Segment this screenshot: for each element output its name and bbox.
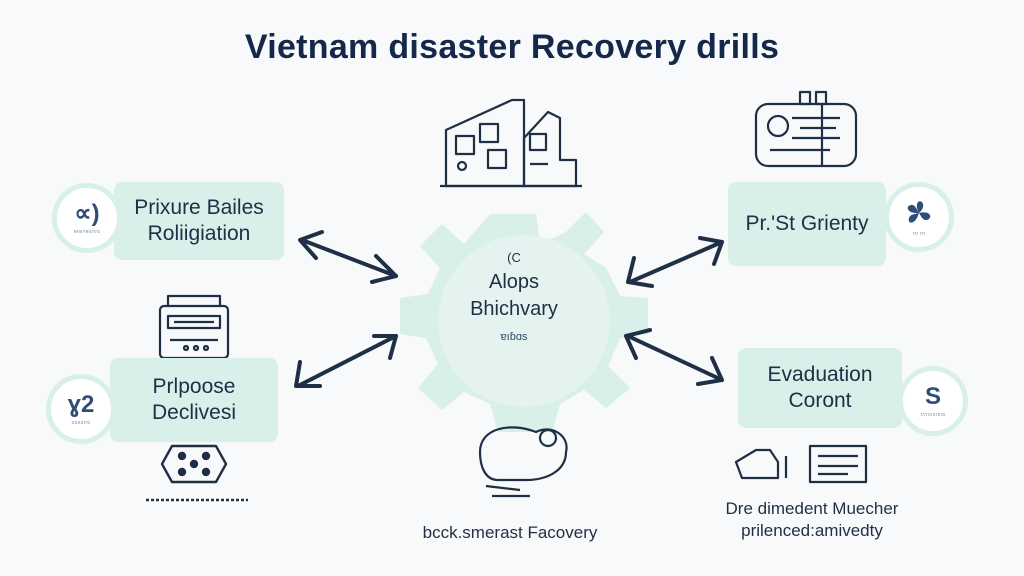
bottom-right-caption-line-2: prilenced:amivedty xyxy=(741,521,883,541)
double-arrow-icon xyxy=(624,328,724,386)
center-line-2: Bhichvary xyxy=(470,298,558,320)
center-line-1: Alops xyxy=(488,271,540,293)
node-right-bottom-line-2: Coront xyxy=(788,389,852,412)
diagram-title: Vietnam disaster Recovery drills xyxy=(244,28,780,66)
node-right-top: Pr.'St Grienty xyxy=(728,182,886,266)
node-left-top-badge: ∝) ʀʜɢʏʀɢɾɾɾɢ xyxy=(52,183,122,253)
center-node: (C Alops Bhichvary ɐıɓɑs xyxy=(404,250,624,343)
badge-caption: ɾɾɾ ɾɾɾ xyxy=(912,230,926,237)
bottom-right-caption-line-1: Dre dimedent Muecher xyxy=(725,499,899,518)
building-icon xyxy=(440,98,582,188)
badge-glyph: S xyxy=(924,382,941,410)
node-left-bottom: Prlpoose Declivesi xyxy=(110,358,278,442)
double-arrow-icon xyxy=(298,230,398,284)
double-arrow-icon xyxy=(626,236,724,288)
badge-caption: ɾɾɾɾɢɾɢɾɢɾɢ xyxy=(920,411,946,418)
center-sub-label: ɐıɓɑs xyxy=(500,331,528,343)
node-right-bottom-badge: S ɾɾɾɾɢɾɢɾɢɾɢ xyxy=(898,366,968,436)
center-small-label: (C xyxy=(507,250,521,265)
badge-caption: ɢɢɢɢɾɾɢ xyxy=(71,419,91,426)
node-left-top: Prixure Bailes Roliigiation xyxy=(114,182,284,260)
node-left-bottom-badge: ɣ2 ɢɢɢɢɾɾɢ xyxy=(46,374,116,444)
node-left-bottom-line-2: Declivesi xyxy=(151,401,237,424)
badge-caption: ʀʜɢʏʀɢɾɾɾɢ xyxy=(73,228,101,235)
node-right-top-badge: ɾɾɾ ɾɾɾ xyxy=(884,182,954,252)
gear-icon xyxy=(400,212,648,432)
node-right-top-line-1: Pr.'St Grienty xyxy=(745,212,869,236)
node-right-bottom-line-1: Evaduation xyxy=(767,363,873,387)
badge-glyph: ∝) xyxy=(74,199,100,227)
truck-icon xyxy=(734,448,788,480)
fan-icon xyxy=(907,200,931,223)
node-left-top-line-1: Prixure Bailes xyxy=(134,196,264,220)
device-icon xyxy=(146,444,248,502)
document-icon xyxy=(808,444,868,484)
monitor-icon xyxy=(754,90,858,168)
double-arrow-icon xyxy=(294,334,398,388)
badge-glyph: ɣ2 xyxy=(67,390,95,418)
node-left-top-line-2: Roliigiation xyxy=(147,222,251,245)
node-right-bottom: Evaduation Coront xyxy=(738,348,902,428)
cloud-icon xyxy=(478,426,568,498)
node-left-bottom-line-1: Prlpoose xyxy=(152,375,236,399)
printer-icon xyxy=(158,294,230,360)
bottom-right-caption: Dre dimedent Muecher prilenced:amivedty xyxy=(700,498,924,542)
bottom-center-caption: bcck.smerast Facovery xyxy=(422,523,598,542)
